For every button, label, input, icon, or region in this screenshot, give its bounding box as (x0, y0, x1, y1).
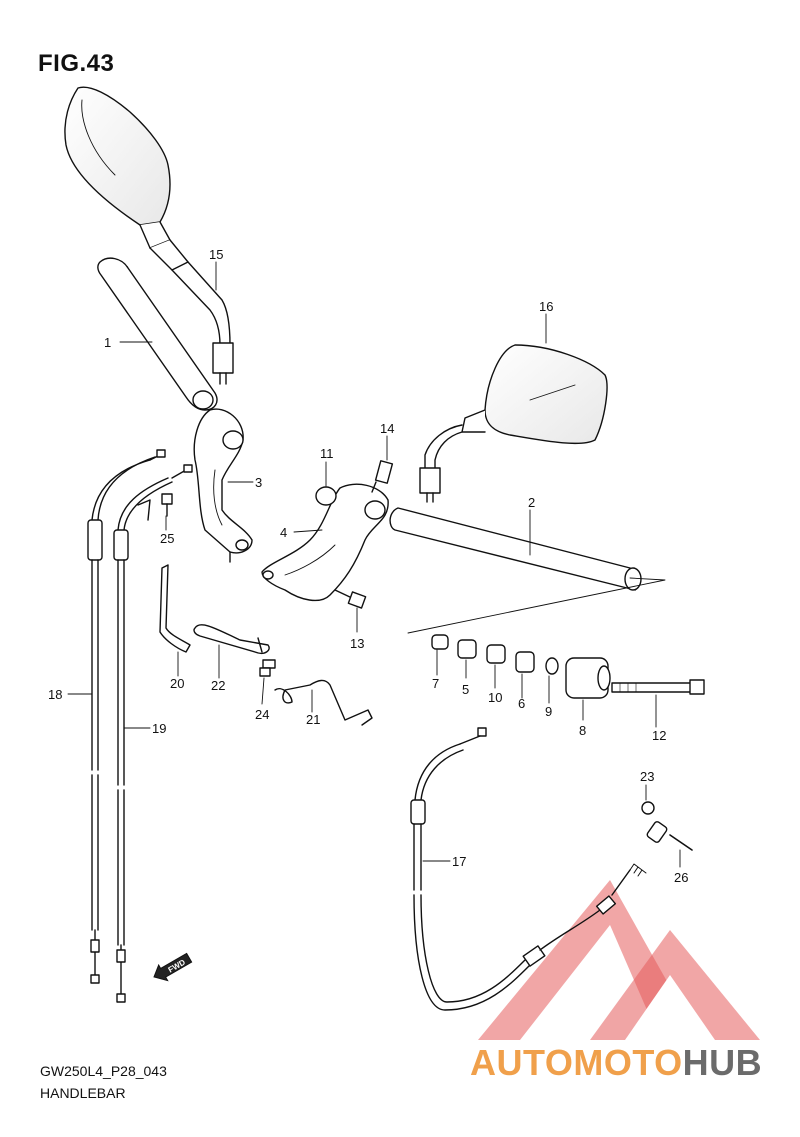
callout-17: 17 (452, 854, 466, 869)
screw-25-part (161, 493, 173, 517)
spacer-5-part (457, 639, 477, 659)
watermark-part2: HUB (682, 1042, 763, 1083)
callout-23: 23 (640, 769, 654, 784)
handlebar-tube-right-part (389, 507, 642, 591)
callout-26: 26 (674, 870, 688, 885)
bolt-14-part (371, 460, 394, 493)
callout-22: 22 (211, 678, 225, 693)
pin-26-part (669, 834, 693, 851)
callout-2: 2 (528, 495, 535, 510)
cushion-11-part (315, 486, 337, 506)
handlebar-holder-part (261, 483, 389, 602)
spacer-6-part (515, 651, 535, 673)
figure-name: HANDLEBAR (40, 1085, 126, 1101)
collar-7-part (431, 634, 449, 650)
callout-25: 25 (160, 531, 174, 546)
watermark-logo-icon (478, 880, 760, 1040)
callout-20: 20 (170, 676, 184, 691)
callout-14: 14 (380, 421, 394, 436)
callout-3: 3 (255, 475, 262, 490)
callout-11: 11 (320, 446, 334, 461)
bolt-13-part (334, 589, 367, 609)
clamp-20-part (159, 564, 191, 653)
callout-labels: 1234567891011121314151617181920212223242… (48, 247, 688, 885)
callout-6: 6 (518, 696, 525, 711)
balancer-8-part (565, 657, 611, 699)
callout-4: 4 (280, 525, 287, 540)
handlebar-grip-left-part (97, 257, 218, 411)
callout-12: 12 (652, 728, 666, 743)
callout-9: 9 (545, 704, 552, 719)
callout-10: 10 (488, 690, 502, 705)
cushion-10-part (486, 644, 506, 664)
screw-24-part (259, 659, 276, 677)
callout-24: 24 (255, 707, 269, 722)
clamp-22-part (193, 624, 270, 654)
callout-13: 13 (350, 636, 364, 651)
bolt-12-part (611, 679, 705, 695)
callout-8: 8 (579, 723, 586, 738)
handlebar-clamp-left-part (193, 408, 253, 563)
callout-19: 19 (152, 721, 166, 736)
leader-lines (67, 261, 681, 868)
figure-title: FIG.43 (38, 50, 115, 77)
forward-arrow-icon: FWD (153, 952, 193, 982)
callout-7: 7 (432, 676, 439, 691)
watermark-text: AUTOMOTOHUB (470, 1042, 762, 1084)
callout-16: 16 (539, 299, 553, 314)
clamp-21-part (274, 679, 373, 726)
mirror-left-part (64, 86, 234, 385)
clutch-cable-17-part (410, 727, 668, 1011)
callout-18: 18 (48, 687, 62, 702)
cable-end-23-part (641, 801, 655, 815)
callout-1: 1 (104, 335, 111, 350)
callout-15: 15 (209, 247, 223, 262)
throttle-cable-19-part (113, 464, 193, 1003)
callout-21: 21 (306, 712, 320, 727)
washer-9-part (545, 657, 559, 675)
figure-code: GW250L4_P28_043 (40, 1063, 167, 1079)
callout-5: 5 (462, 682, 469, 697)
watermark-part1: AUTOMOTO (470, 1042, 683, 1083)
throttle-cable-18-part (87, 449, 166, 984)
mirror-right-part (419, 344, 608, 503)
